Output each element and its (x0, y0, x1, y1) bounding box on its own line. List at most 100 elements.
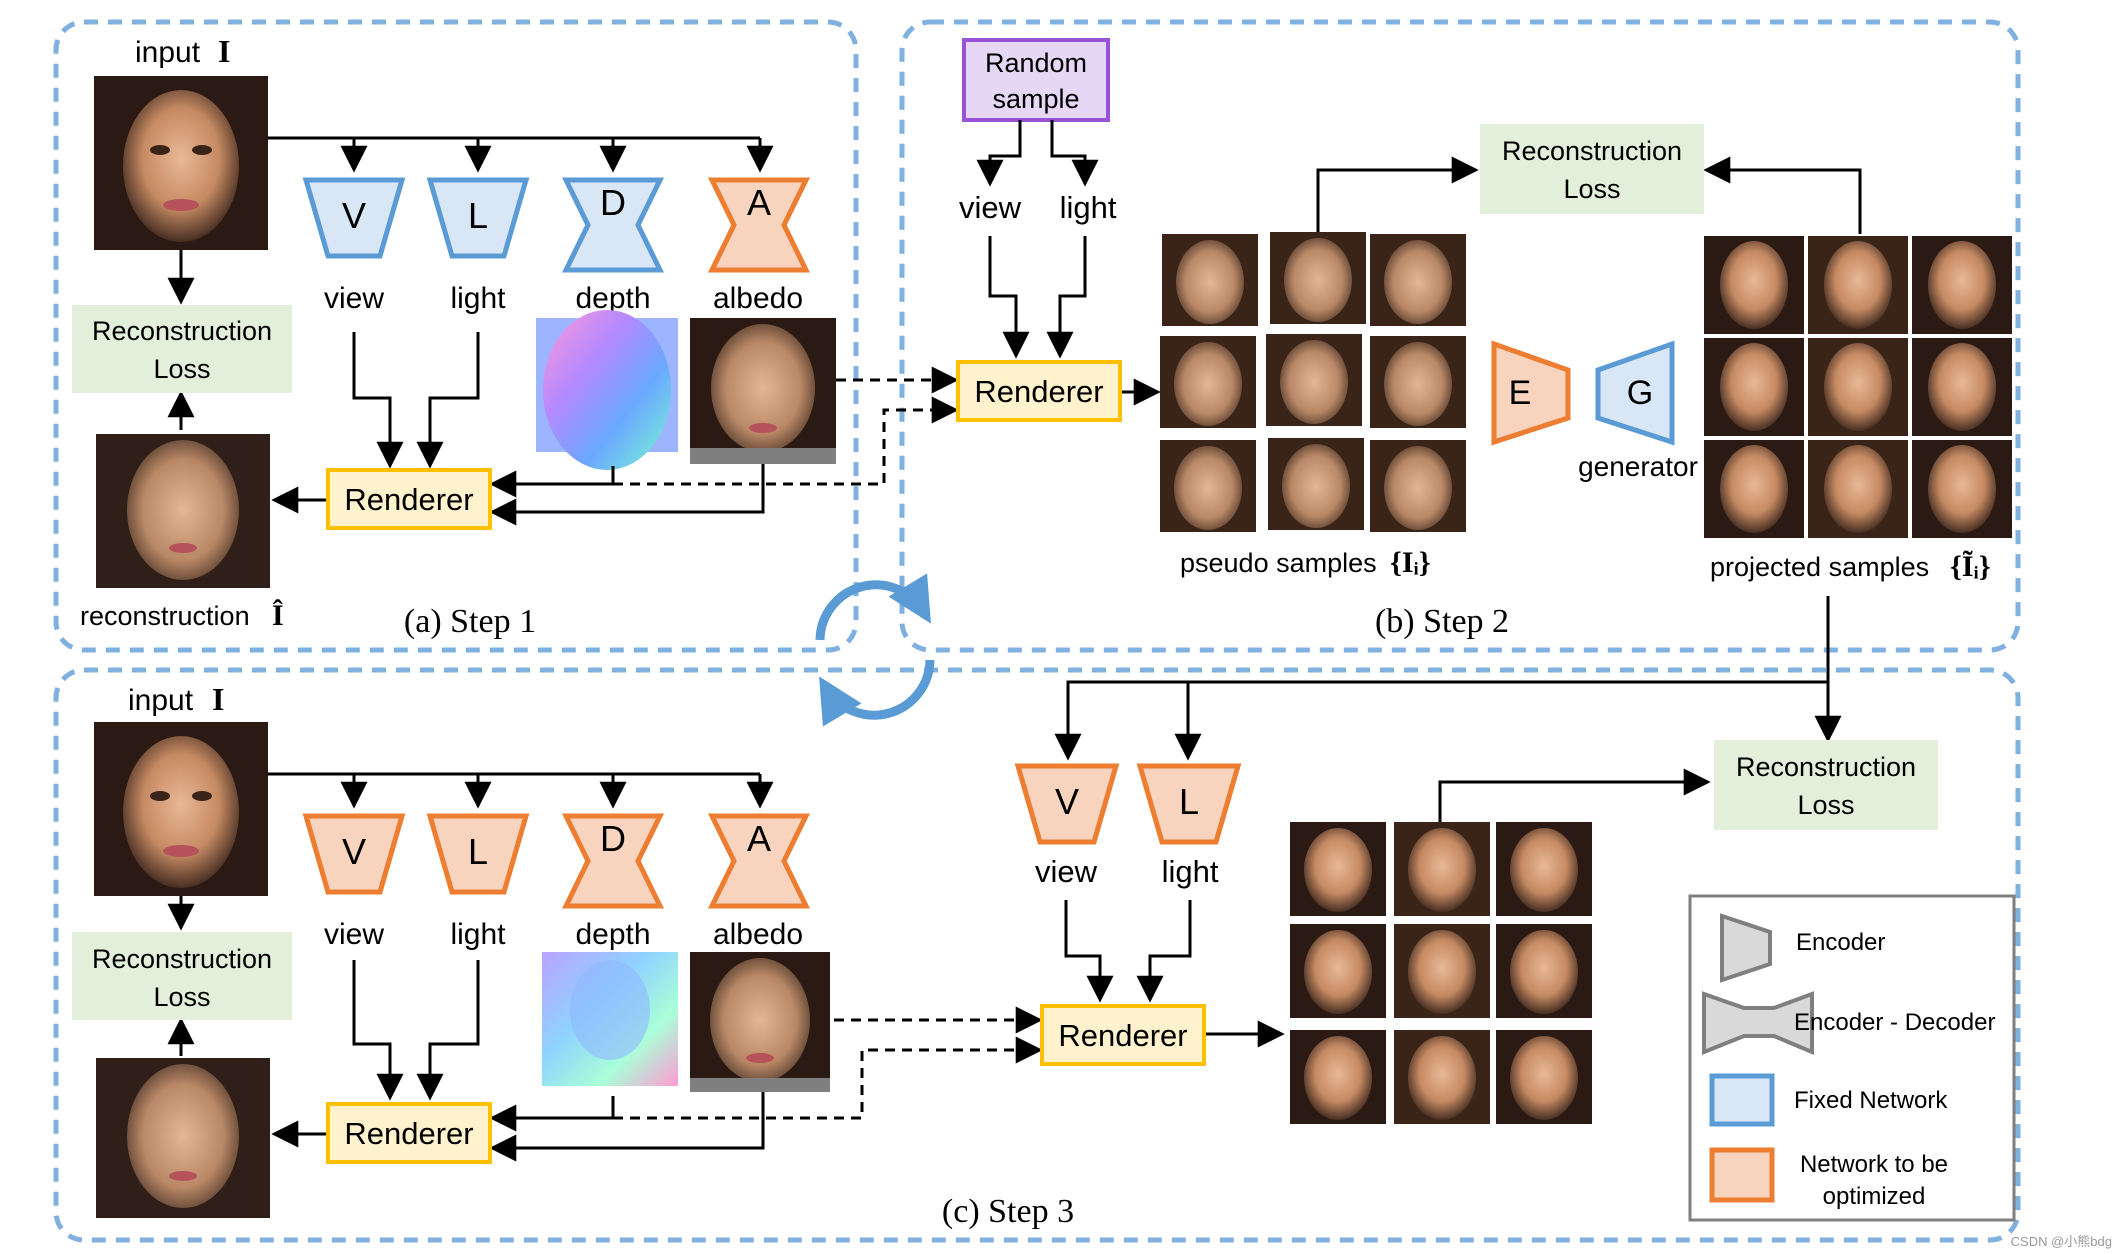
step3-net-view-right: V (1014, 763, 1120, 845)
step3-albedo-image (690, 952, 830, 1092)
step2-panel (899, 19, 2021, 653)
step3-net-albedo: A (707, 813, 811, 909)
svg-text:Renderer: Renderer (1058, 1018, 1187, 1053)
step2-projected-label: projected samples (1710, 552, 1929, 582)
step1-reconstruction-label: reconstruction (80, 601, 250, 631)
step1-net-view: V (302, 177, 406, 259)
step3-input-symbol: I (212, 681, 224, 717)
step1-depth-map (536, 310, 678, 470)
step2-view-label: view (959, 190, 1022, 225)
step1-panel (53, 19, 859, 653)
step2-light-label: light (1060, 190, 1117, 225)
svg-text:Loss: Loss (1797, 790, 1854, 820)
step3-depth-label: depth (575, 918, 650, 951)
step2-reconstruction-loss: Reconstruction Loss (1480, 124, 1704, 214)
step1-depth-label: depth (575, 282, 650, 315)
svg-text:V: V (342, 831, 366, 872)
step3-renderer-right: Renderer (1040, 1004, 1206, 1066)
watermark: CSDN @小熊bdg (2011, 1234, 2112, 1249)
step3-net-light: L (426, 813, 530, 895)
step3-net-depth: D (561, 813, 665, 909)
step2-encoder-e: E (1491, 340, 1571, 446)
step3-net-light-right: L (1136, 763, 1242, 845)
legend-encoder-decoder-icon (1702, 991, 1814, 1056)
svg-text:D: D (600, 818, 626, 859)
step3-albedo-label: albedo (713, 918, 803, 951)
step3-light-label-right: light (1162, 854, 1219, 889)
step1-renderer: Renderer (326, 468, 492, 530)
svg-text:Loss: Loss (153, 982, 210, 1012)
svg-text:L: L (468, 831, 488, 872)
step2-projected-samples (1704, 236, 2012, 538)
step2-renderer: Renderer (956, 360, 1122, 422)
svg-text:Random: Random (985, 48, 1087, 78)
step1-reconstruction-face (96, 434, 270, 588)
legend: Encoder Encoder - Decoder Fixed Network … (1688, 894, 2016, 1222)
step3-panel (53, 667, 2021, 1243)
step3-net-view: V (302, 813, 406, 895)
step1-net-depth: D (561, 177, 665, 273)
step1-albedo-label: albedo (713, 282, 803, 315)
cycle-arrows-icon (815, 573, 935, 727)
svg-text:Reconstruction: Reconstruction (1502, 136, 1682, 166)
step1-caption: (a) Step 1 (404, 603, 536, 640)
step2-pseudo-symbol: {Iᵢ} (1390, 546, 1431, 579)
step2-caption: (b) Step 2 (1375, 603, 1509, 640)
step1-input-symbol: I (218, 33, 230, 69)
svg-text:Reconstruction: Reconstruction (92, 944, 272, 974)
step3-input-label: input (128, 684, 194, 717)
step1-light-label: light (450, 282, 506, 315)
svg-text:Renderer: Renderer (974, 374, 1103, 409)
step1-net-light: L (426, 177, 530, 259)
svg-text:L: L (1179, 781, 1199, 822)
step2-generator-label: generator (1578, 451, 1698, 482)
step3-light-label: light (450, 918, 506, 951)
legend-optimized-label-2: optimized (1823, 1183, 1926, 1210)
step3-reconstruction-loss-right: Reconstruction Loss (1714, 740, 1938, 830)
step3-reconstruction-face (96, 1058, 270, 1218)
svg-text:V: V (342, 195, 366, 236)
legend-encoder-label: Encoder (1796, 929, 1885, 956)
step1-input-face (94, 76, 268, 250)
svg-text:Loss: Loss (153, 354, 210, 384)
step1-view-label: view (324, 282, 384, 315)
step3: input I V (72, 680, 1938, 1230)
step3-renderer-left: Renderer (326, 1102, 492, 1164)
step1-reconstruction-symbol: Î (272, 599, 284, 632)
legend-encoder-decoder-label: Encoder - Decoder (1794, 1009, 1995, 1036)
step2-random-sample: Random sample (962, 38, 1110, 122)
svg-text:A: A (747, 182, 771, 223)
svg-text:V: V (1055, 781, 1079, 822)
svg-text:Loss: Loss (1563, 174, 1620, 204)
legend-encoder-icon (1720, 913, 1772, 983)
step2-generator-g: G (1595, 340, 1675, 446)
legend-fixed-network-swatch (1709, 1073, 1775, 1127)
step2: Random sample view light Renderer Recons… (956, 38, 2012, 743)
step1-input-label: input (135, 36, 201, 69)
step2-pseudo-label: pseudo samples (1180, 548, 1377, 578)
svg-text:E: E (1509, 374, 1532, 412)
svg-text:Renderer: Renderer (344, 1116, 473, 1151)
svg-text:L: L (468, 195, 488, 236)
step2-pseudo-samples (1160, 232, 1466, 532)
step1: input I V L (72, 33, 959, 640)
step3-reconstruction-loss: Reconstruction Loss (72, 932, 292, 1020)
legend-fixed-network-label: Fixed Network (1794, 1087, 1948, 1114)
svg-text:Reconstruction: Reconstruction (92, 316, 272, 346)
step2-projected-symbol: {Ĩᵢ} (1950, 550, 1991, 583)
svg-text:sample: sample (992, 84, 1079, 114)
step1-albedo-image (690, 318, 836, 464)
svg-text:Reconstruction: Reconstruction (1736, 752, 1916, 782)
step3-input-face (94, 722, 268, 896)
step3-view-label: view (324, 918, 384, 951)
svg-text:Renderer: Renderer (344, 482, 473, 517)
step3-depth-map (542, 952, 678, 1086)
step3-caption: (c) Step 3 (942, 1193, 1074, 1230)
step3-rendered-samples (1290, 822, 1592, 1124)
step3-view-label-right: view (1035, 854, 1098, 889)
svg-text:D: D (600, 182, 626, 223)
legend-optimized-swatch (1709, 1147, 1775, 1203)
svg-text:G: G (1627, 374, 1653, 412)
step1-reconstruction-loss: Reconstruction Loss (72, 305, 292, 393)
legend-optimized-label-1: Network to be (1800, 1151, 1948, 1178)
